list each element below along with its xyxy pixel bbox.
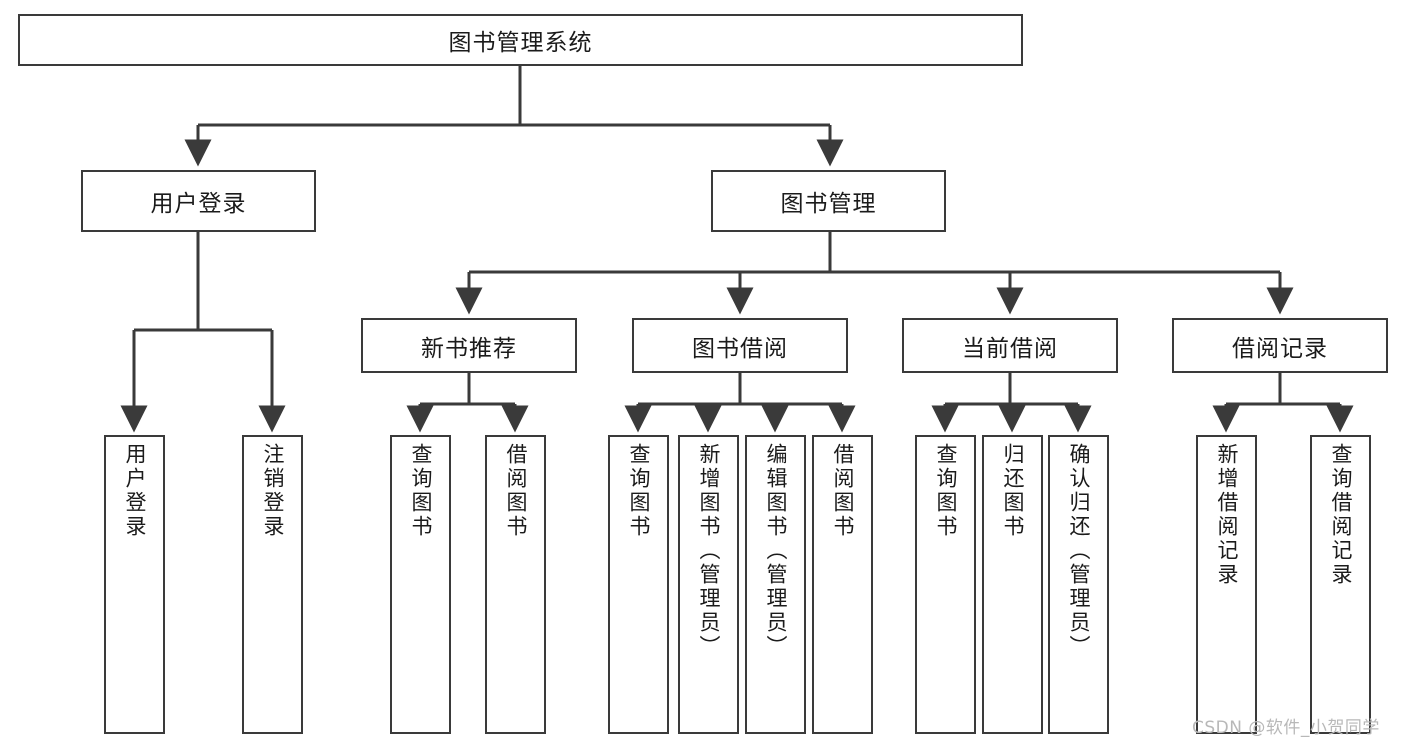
leaf-rec-borrow-book[interactable]: 借阅图书 <box>485 435 546 734</box>
node-book-manage[interactable]: 图书管理 <box>711 170 946 232</box>
node-book-borrow[interactable]: 图书借阅 <box>632 318 848 373</box>
node-root-label: 图书管理系统 <box>448 30 593 56</box>
leaf-current-query-book-label: 查询图书 <box>934 443 958 539</box>
leaf-borrow-edit-book[interactable]: 编辑图书（管理员） <box>745 435 806 734</box>
leaf-user-login[interactable]: 用户登录 <box>104 435 165 734</box>
leaf-borrow-query-book-label: 查询图书 <box>627 443 651 539</box>
leaf-rec-borrow-book-label: 借阅图书 <box>504 443 528 539</box>
leaf-rec-query-book[interactable]: 查询图书 <box>390 435 451 734</box>
leaf-current-confirm-return-label: 确认归还（管理员） <box>1067 443 1091 659</box>
csdn-watermark: CSDN @软件_小贺同学 <box>1192 718 1380 738</box>
leaf-current-confirm-return[interactable]: 确认归还（管理员） <box>1048 435 1109 734</box>
node-user-login[interactable]: 用户登录 <box>81 170 316 232</box>
node-root[interactable]: 图书管理系统 <box>18 14 1023 66</box>
leaf-user-logout[interactable]: 注销登录 <box>242 435 303 734</box>
leaf-rec-query-book-label: 查询图书 <box>409 443 433 539</box>
node-book-borrow-label: 图书借阅 <box>692 335 788 362</box>
node-borrow-records-label: 借阅记录 <box>1232 335 1328 362</box>
leaf-borrow-add-book[interactable]: 新增图书（管理员） <box>678 435 739 734</box>
leaf-record-query[interactable]: 查询借阅记录 <box>1310 435 1371 734</box>
node-current-borrow[interactable]: 当前借阅 <box>902 318 1118 373</box>
node-current-borrow-label: 当前借阅 <box>962 335 1058 362</box>
leaf-user-logout-label: 注销登录 <box>261 443 285 539</box>
leaf-record-add[interactable]: 新增借阅记录 <box>1196 435 1257 734</box>
leaf-borrow-query-book[interactable]: 查询图书 <box>608 435 669 734</box>
leaf-current-return-book-label: 归还图书 <box>1001 443 1025 539</box>
node-borrow-records[interactable]: 借阅记录 <box>1172 318 1388 373</box>
leaf-record-add-label: 新增借阅记录 <box>1215 443 1239 587</box>
leaf-borrow-add-book-label: 新增图书（管理员） <box>697 443 721 659</box>
node-user-login-label: 用户登录 <box>150 191 247 217</box>
leaf-current-return-book[interactable]: 归还图书 <box>982 435 1043 734</box>
leaf-current-query-book[interactable]: 查询图书 <box>915 435 976 734</box>
leaf-borrow-edit-book-label: 编辑图书（管理员） <box>764 443 788 659</box>
node-new-book-recommend-label: 新书推荐 <box>421 335 517 362</box>
leaf-borrow-borrow-book[interactable]: 借阅图书 <box>812 435 873 734</box>
leaf-user-login-label: 用户登录 <box>123 443 147 539</box>
node-new-book-recommend[interactable]: 新书推荐 <box>361 318 577 373</box>
leaf-borrow-borrow-book-label: 借阅图书 <box>831 443 855 539</box>
node-book-manage-label: 图书管理 <box>780 191 877 217</box>
leaf-record-query-label: 查询借阅记录 <box>1329 443 1353 587</box>
